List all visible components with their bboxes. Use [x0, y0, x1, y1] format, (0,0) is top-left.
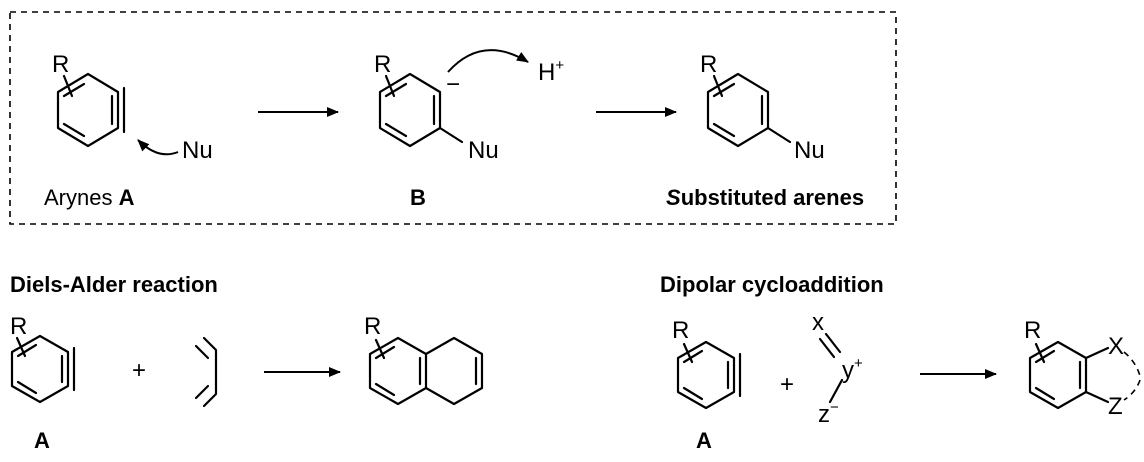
- substituted-arenes-caption: Substituted arenes: [666, 185, 864, 210]
- ring-z-label: Z: [1108, 393, 1123, 420]
- dipole-x-label: x: [812, 309, 824, 336]
- aryne-a-structure: [676, 340, 742, 410]
- carbanion-charge: −: [446, 71, 460, 98]
- r-label: R: [672, 317, 689, 344]
- curly-arrow-protonation: [447, 49, 529, 73]
- dipolar-cycloaddition-heading: Dipolar cycloaddition: [660, 272, 884, 297]
- r-label: R: [700, 51, 717, 78]
- aryne-a-structure: [56, 72, 126, 148]
- cycloadduct-structure: [1028, 340, 1141, 410]
- proton-label: H+: [538, 57, 564, 86]
- r-label: R: [10, 313, 27, 340]
- substituted-arene-structure: [706, 72, 792, 148]
- diels-alder-heading: Diels-Alder reaction: [10, 272, 218, 297]
- intermediate-b-structure: [378, 72, 464, 148]
- dipole-z-label: z−: [818, 399, 839, 428]
- aryne-a-structure: [10, 334, 76, 404]
- butadiene-structure: [194, 336, 218, 408]
- r-label: R: [1024, 317, 1041, 344]
- nu-label: Nu: [468, 137, 499, 164]
- curly-arrow-nucleophile: [137, 139, 179, 156]
- r-label: R: [364, 313, 381, 340]
- nu-label: Nu: [182, 137, 213, 164]
- nu-label: Nu: [794, 137, 825, 164]
- dipole-y-label: y+: [842, 355, 863, 384]
- r-label: R: [374, 51, 391, 78]
- arynes-a-caption: Arynes A: [44, 185, 135, 210]
- ring-x-label: X: [1108, 333, 1124, 360]
- aryne-a-caption: A: [696, 428, 712, 453]
- aryne-a-caption: A: [34, 428, 50, 453]
- dipole-structure: [818, 332, 844, 404]
- diels-alder-adduct-structure: [368, 336, 484, 406]
- intermediate-b-caption: B: [410, 185, 426, 210]
- mechanism-frame: [9, 11, 897, 225]
- r-label: R: [52, 51, 69, 78]
- plus-sign: +: [132, 357, 146, 384]
- plus-sign: +: [780, 371, 794, 398]
